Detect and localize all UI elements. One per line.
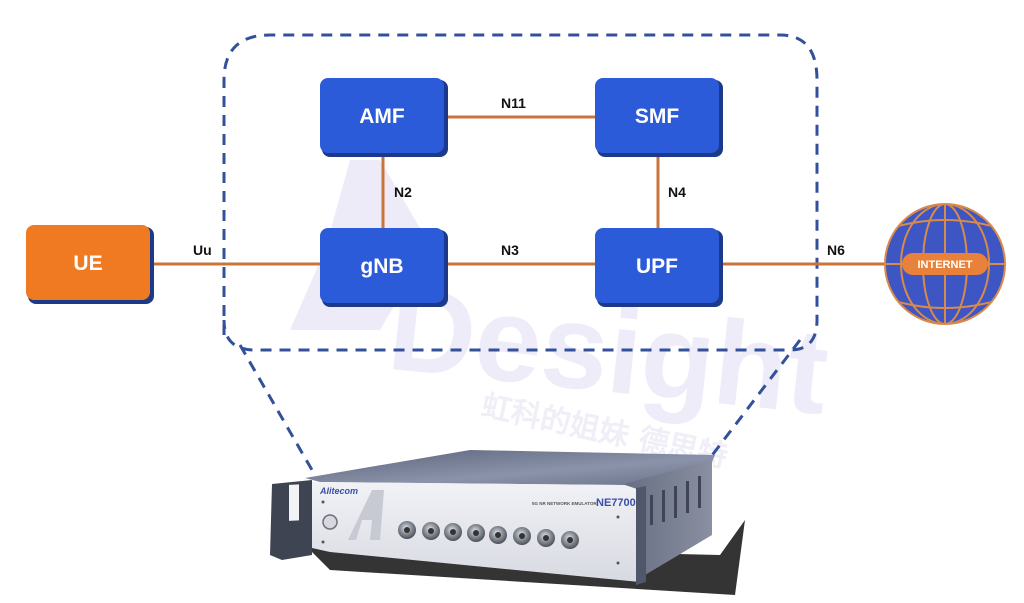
links	[152, 115, 886, 266]
node-ue: UE	[26, 225, 154, 304]
rf-ports	[398, 521, 579, 549]
label-n2: N2	[394, 184, 412, 200]
outline-top-section	[222, 33, 819, 352]
node-upf: UPF	[595, 228, 723, 307]
rf-port[interactable]	[489, 526, 507, 544]
ne7700-device: Alitecom 5G NR NETWORK EMULATOR NE7700	[270, 450, 745, 595]
internet-globe-icon: INTERNET	[884, 203, 1006, 325]
screw	[321, 540, 325, 544]
gnb-box	[320, 228, 444, 303]
screw	[616, 561, 620, 565]
internet-badge	[902, 253, 988, 275]
upf-box	[595, 228, 719, 303]
internet-label: INTERNET	[918, 259, 973, 271]
ue-box	[26, 225, 150, 300]
watermark: Desight 虹科的姐妹 德思特	[290, 160, 834, 475]
device-product-line: 5G NR NETWORK EMULATOR	[532, 501, 597, 506]
projection-left-line	[238, 344, 314, 471]
rf-port[interactable]	[467, 524, 485, 542]
amf-box	[320, 78, 444, 153]
right-rack-handle[interactable]	[636, 486, 646, 585]
power-button[interactable]	[322, 514, 338, 530]
rf-port[interactable]	[537, 529, 555, 547]
node-amf: AMF	[320, 78, 448, 157]
label-n11: N11	[501, 95, 526, 111]
screw	[321, 500, 325, 504]
smf-label: SMF	[635, 105, 680, 128]
amf-label: AMF	[359, 105, 405, 128]
interface-labels: Uu N3 N6 N11 N2 N4	[193, 95, 845, 258]
rf-port[interactable]	[398, 521, 416, 539]
side-vents	[650, 476, 701, 525]
gnb-label: gNB	[360, 255, 403, 278]
screw	[616, 515, 620, 519]
node-smf: SMF	[595, 78, 723, 157]
device-model: NE7700	[596, 497, 636, 509]
label-n3: N3	[501, 242, 519, 258]
rf-port[interactable]	[513, 527, 531, 545]
projection-right-line	[708, 339, 802, 459]
device-a-mark	[348, 490, 384, 540]
rf-port[interactable]	[561, 531, 579, 549]
device-top	[305, 450, 715, 485]
rf-port[interactable]	[444, 523, 462, 541]
ue-label: UE	[73, 252, 102, 275]
rf-port[interactable]	[422, 522, 440, 540]
label-n6: N6	[827, 242, 845, 258]
smf-box	[595, 78, 719, 153]
core-network-outline	[222, 33, 819, 471]
device-brand-logo: Alitecom	[319, 486, 358, 496]
label-n4: N4	[668, 184, 686, 200]
upf-label: UPF	[636, 255, 678, 278]
node-gnb: gNB	[320, 228, 448, 307]
label-uu: Uu	[193, 242, 212, 258]
